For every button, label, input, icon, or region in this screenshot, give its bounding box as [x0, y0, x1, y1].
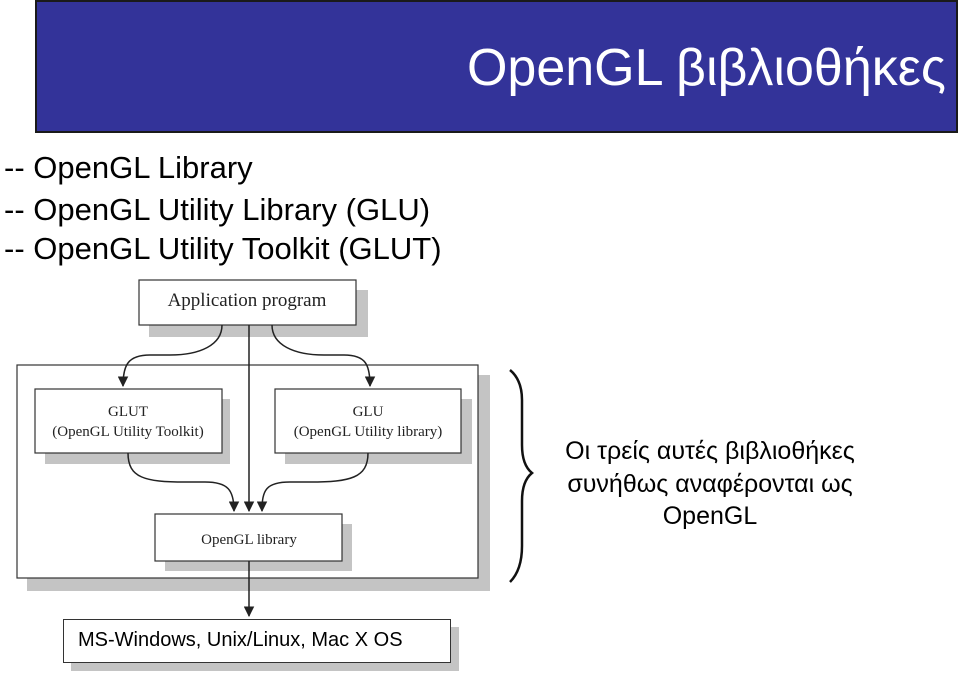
side-note: Οι τρείς αυτές βιβλιοθήκες συνήθως αναφέ…: [540, 435, 880, 533]
arrow-app-to-glu: [271, 324, 376, 388]
os-label: MS-Windows, Unix/Linux, Mac X OS: [78, 629, 403, 651]
glut-box: GLUT (OpenGL Utility Toolkit): [34, 388, 230, 464]
opengl-library-box: OpenGL library: [154, 513, 352, 571]
bullet-glu: -- OpenGL Utility Library (GLU): [4, 192, 431, 227]
glu-title: GLU: [353, 404, 384, 420]
curly-brace: [509, 369, 534, 583]
arrow-glut-to-library: [127, 452, 240, 513]
arrow-glu-to-library: [256, 452, 369, 513]
bullet-opengl-library: -- OpenGL Library: [4, 150, 253, 185]
glu-box: GLU (OpenGL Utility library): [274, 388, 472, 464]
slide-title: OpenGL βιβλιοθήκες: [466, 39, 946, 97]
arrow-app-to-glut: [117, 324, 223, 388]
application-program-label: Application program: [168, 290, 327, 311]
glut-subtitle: (OpenGL Utility Toolkit): [52, 424, 203, 440]
application-program-box: Application program: [138, 279, 368, 337]
side-note-line-3: OpenGL: [662, 502, 758, 530]
side-note-line-2: συνήθως αναφέρονται ως: [567, 469, 853, 498]
glu-subtitle: (OpenGL Utility library): [294, 424, 443, 440]
title-bar: OpenGL βιβλιοθήκες: [35, 0, 958, 133]
bullet-glut: -- OpenGL Utility Toolkit (GLUT): [4, 231, 442, 266]
side-note-line-1: Οι τρείς αυτές βιβλιοθήκες: [565, 437, 855, 465]
opengl-library-label: OpenGL library: [201, 532, 297, 548]
glut-title: GLUT: [108, 404, 148, 420]
os-box: MS-Windows, Unix/Linux, Mac X OS: [63, 619, 451, 663]
